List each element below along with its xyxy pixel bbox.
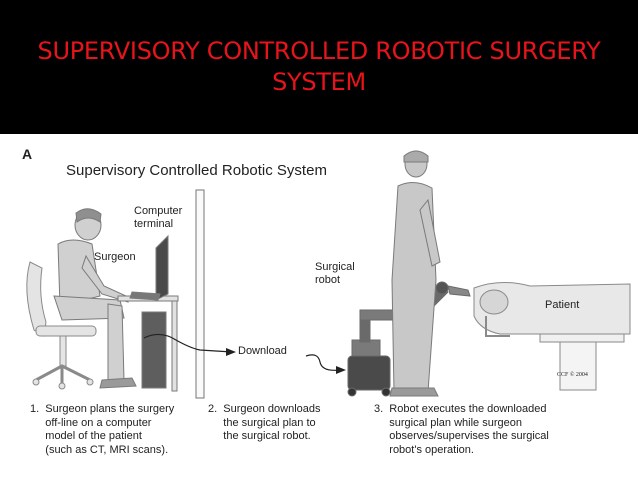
- copyright-credit: CCF © 2004: [557, 372, 588, 378]
- caption-step-1: 1. Surgeon plans the surgery off-line on…: [30, 403, 175, 456]
- download-label: Download: [238, 345, 287, 357]
- surgical-robot-icon: [305, 281, 471, 397]
- caption-step-2: 2. Surgeon downloads the surgical plan t…: [208, 403, 321, 443]
- surgeon-label: Surgeon: [94, 251, 136, 263]
- computer-terminal-icon: [117, 234, 236, 392]
- slide-title: SUPERVISORY CONTROLLED ROBOTIC SURGERY S…: [37, 37, 601, 96]
- figure-heading: Supervisory Controlled Robotic System: [66, 162, 327, 179]
- seated-surgeon-figure: [53, 208, 137, 389]
- standing-surgeon-figure: [389, 150, 441, 397]
- title-bar: [0, 0, 638, 134]
- computer-terminal-label: Computer terminal: [134, 205, 183, 230]
- surgical-robot-label: Surgical robot: [315, 261, 355, 286]
- patient-label: Patient: [545, 299, 580, 311]
- divider-wall: [195, 189, 205, 399]
- caption-step-3: 3. Robot executes the downloaded surgica…: [374, 403, 549, 456]
- chair-icon: [26, 261, 97, 390]
- patient-on-table-icon: [473, 282, 631, 391]
- robotic-surgery-illustration: [26, 150, 631, 399]
- panel-letter: A: [22, 146, 33, 162]
